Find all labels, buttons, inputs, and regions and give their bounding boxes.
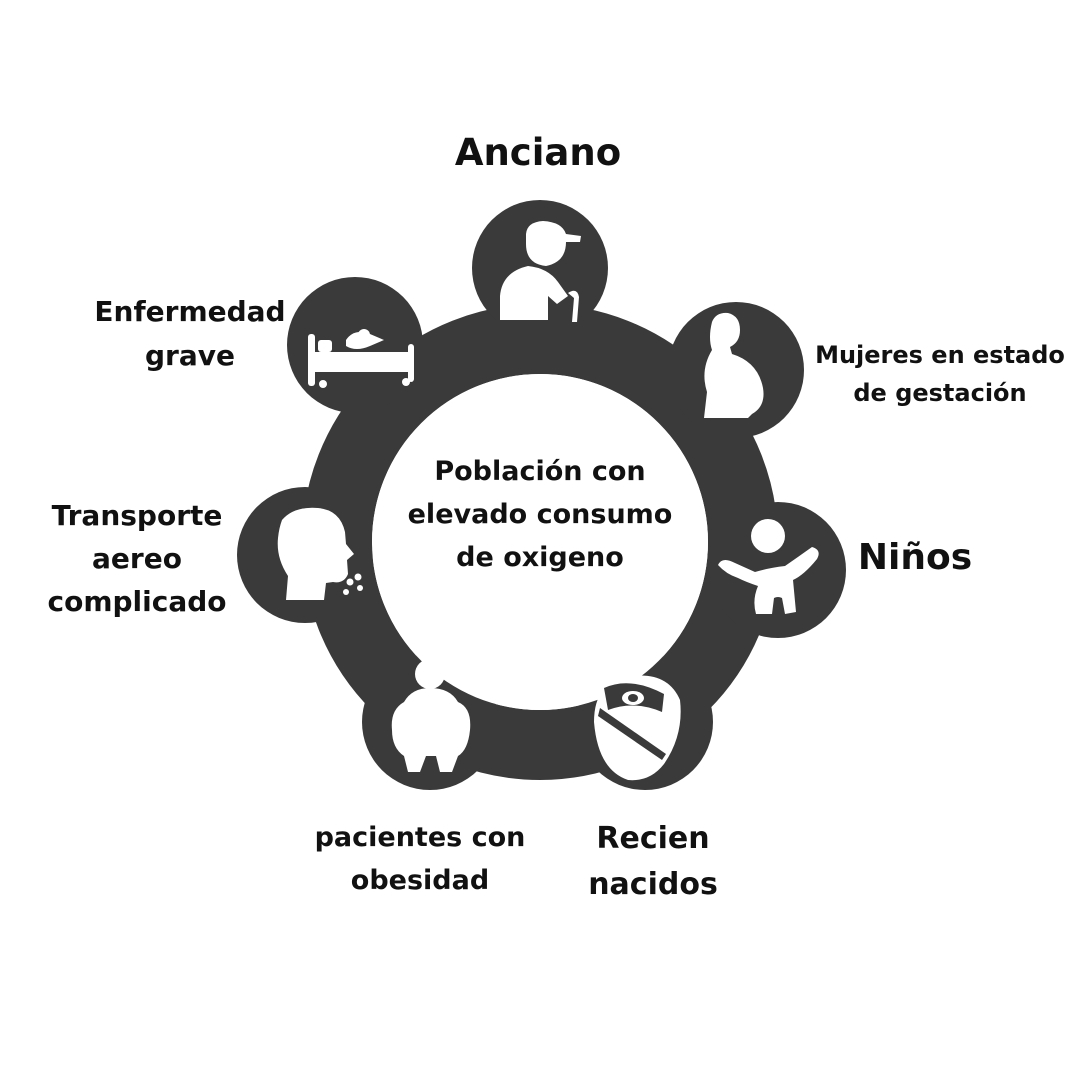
label-transporte: Transporte aereo complicado: [32, 494, 242, 623]
label-enfermedad-line: grave: [145, 339, 235, 372]
breathing-head-icon: [277, 507, 363, 600]
label-enfermedad: Enfermedad grave: [80, 290, 300, 378]
label-transporte-line: Transporte: [51, 499, 223, 532]
label-enfermedad-line: Enfermedad: [94, 295, 286, 328]
child-icon: [718, 519, 819, 614]
label-recien: Recien nacidos: [563, 816, 743, 908]
center-title-line: elevado consumo: [407, 499, 673, 530]
label-mujeres-line: Mujeres en estado: [815, 341, 1065, 369]
newborn-icon: [594, 675, 681, 781]
center-title-line: Población con: [434, 456, 646, 487]
center-title-line: de oxigeno: [456, 542, 624, 573]
label-ninos-line: Niños: [857, 537, 973, 578]
label-mujeres-line: de gestación: [853, 379, 1027, 407]
center-hole: [372, 374, 708, 710]
obese-person-icon: [391, 659, 471, 772]
label-transporte-line: aereo: [92, 542, 182, 575]
label-obesidad-line: obesidad: [350, 865, 490, 896]
pregnant-woman-icon: [704, 312, 764, 418]
label-mujeres: Mujeres en estado de gestación: [800, 336, 1080, 412]
label-transporte-line: complicado: [47, 585, 227, 618]
label-ninos: Niños: [845, 532, 985, 584]
label-obesidad: pacientes con obesidad: [290, 816, 550, 902]
label-anciano: Anciano: [398, 130, 678, 176]
hospital-bed-icon: [308, 329, 414, 388]
label-recien-line: nacidos: [588, 867, 718, 902]
center-title: Población con elevado consumo de oxigeno: [385, 450, 695, 579]
label-obesidad-line: pacientes con: [314, 822, 526, 853]
label-anciano-line: Anciano: [454, 131, 622, 174]
elderly-person-icon: [500, 221, 581, 322]
label-recien-line: Recien: [596, 821, 710, 856]
